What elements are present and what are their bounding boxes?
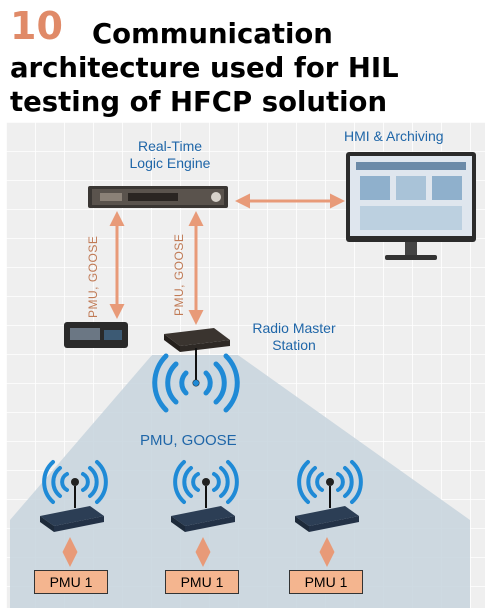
figure-title-line3: testing of HFCP solution: [10, 86, 388, 118]
master-wireless-waves: [152, 353, 240, 413]
radio-master-label: Radio Master Station: [236, 320, 352, 354]
figure-title-line2: architecture used for HIL: [10, 52, 399, 84]
hmi-label: HMI & Archiving: [344, 128, 444, 144]
logic-engine-label-line1: Real-Time: [137, 138, 203, 154]
field-radio-2: [171, 460, 239, 567]
center-link-label: PMU, GOOSE: [172, 233, 186, 316]
logic-engine-device: [88, 186, 228, 208]
pmu-box: PMU 1: [165, 570, 239, 594]
radio-master-label-line1: Radio Master: [252, 320, 336, 336]
logic-engine-label: Real-Time Logic Engine: [112, 138, 228, 172]
figure-number: 10: [10, 4, 63, 48]
wireless-link-label: PMU, GOOSE: [140, 432, 237, 449]
hmi-monitor-device: [346, 152, 476, 260]
figure-title-line1: Communication: [92, 18, 333, 50]
pmu-box: PMU 1: [289, 570, 363, 594]
logic-engine-label-line2: Logic Engine: [129, 155, 211, 171]
left-link-label: PMU, GOOSE: [86, 235, 100, 318]
field-radio-1: [40, 460, 108, 567]
radio-master-label-line2: Station: [272, 337, 316, 353]
pmu-box: PMU 1: [34, 570, 108, 594]
left-network-device: [64, 322, 128, 348]
field-radio-3: [295, 460, 363, 567]
wireless-coverage-area: [10, 355, 470, 608]
